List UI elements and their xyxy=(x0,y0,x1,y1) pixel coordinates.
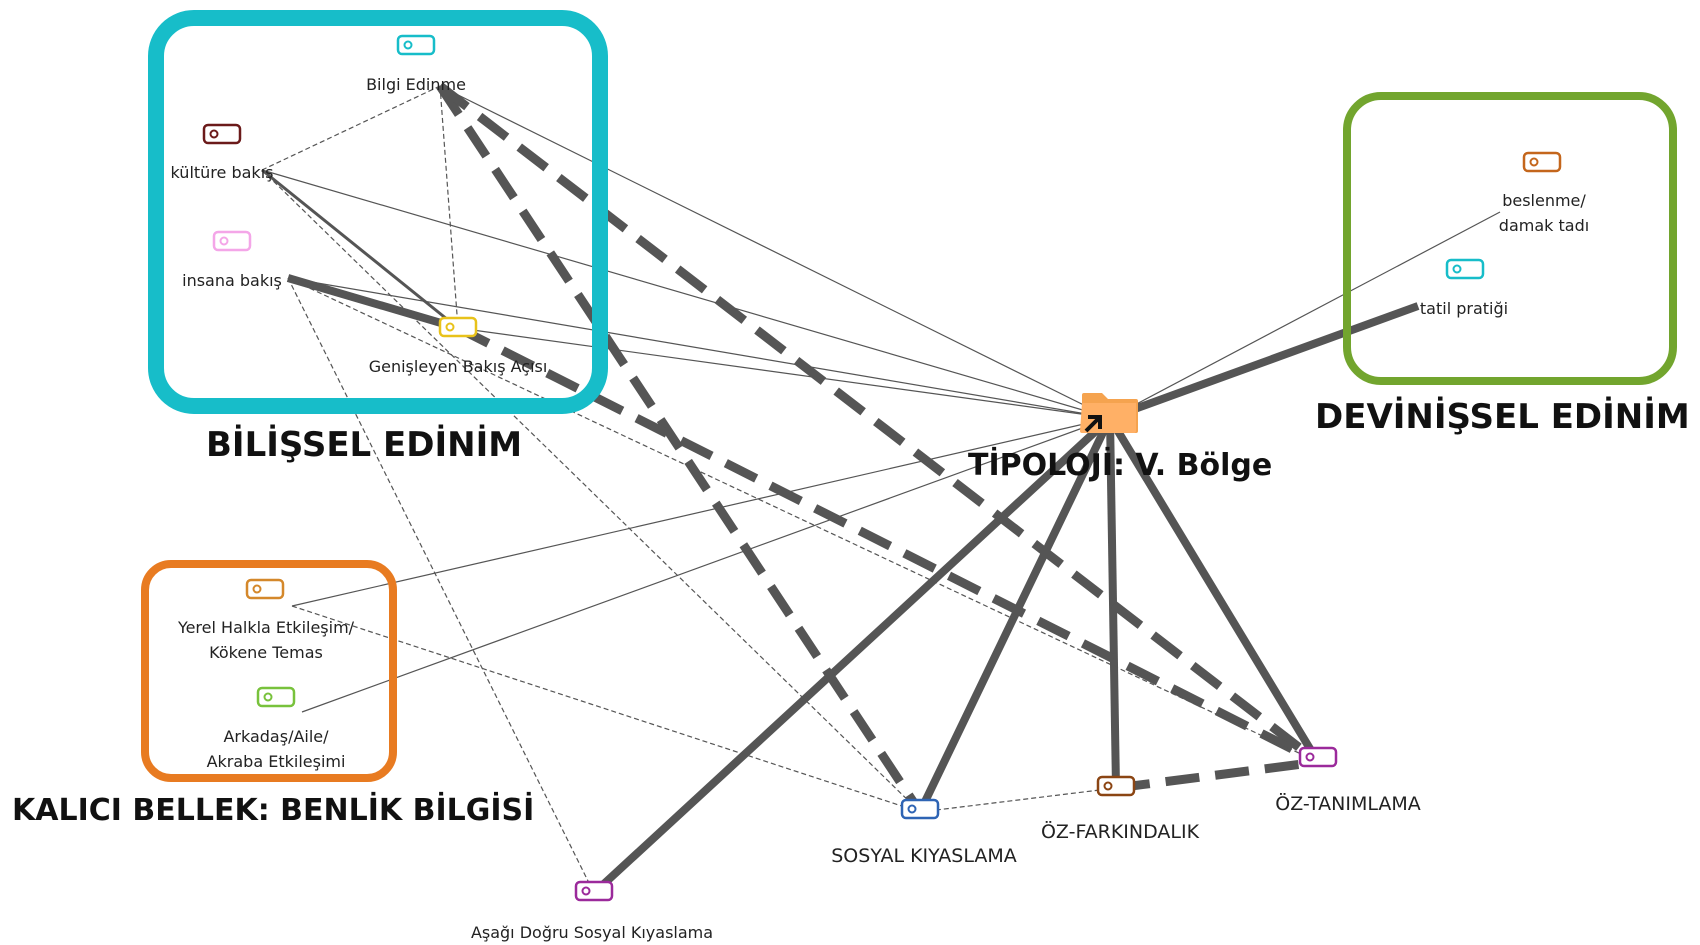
edge-bilgi-center xyxy=(439,85,1111,419)
edge-kultur-center xyxy=(261,169,1111,419)
tag-icon[interactable] xyxy=(1522,151,1562,173)
node-label-kultur: kültüre bakış xyxy=(170,163,274,182)
tag-icon[interactable] xyxy=(1445,258,1485,280)
folder-icon[interactable] xyxy=(1078,385,1142,437)
devinissel-group-box xyxy=(1343,92,1677,385)
tag-icon[interactable] xyxy=(245,578,285,600)
tag-icon[interactable] xyxy=(1298,746,1338,768)
tag-icon[interactable] xyxy=(212,230,252,252)
node-label-oztanim: ÖZ-TANIMLAMA xyxy=(1275,793,1421,815)
edge-center-sosyal xyxy=(916,416,1114,814)
edge-bilgi-genis xyxy=(439,85,459,329)
node-label-sosyal: SOSYAL KIYASLAMA xyxy=(831,845,1017,867)
edge-arkadas-center xyxy=(301,417,1111,713)
node-label-ozfark: ÖZ-FARKINDALIK xyxy=(1040,821,1200,843)
edge-beslenme-center xyxy=(1109,211,1501,419)
edge-kultur-genis xyxy=(261,168,459,330)
bilissel-group-box xyxy=(148,10,608,414)
tag-icon[interactable] xyxy=(438,316,478,338)
edge-yerel-center xyxy=(291,417,1111,607)
edge-yerel-sosyal xyxy=(291,605,921,813)
node-label-tatil: tatil pratiği xyxy=(1419,299,1509,318)
edge-center-ozfark xyxy=(1106,417,1120,789)
edge-center-oztanim xyxy=(1106,415,1322,765)
tag-icon[interactable] xyxy=(396,34,436,56)
node-label-genis: Genişleyen Bakış Açısı xyxy=(368,357,548,376)
node-label-arkadas: Arkadaş/Aile/ Akraba Etkileşimi xyxy=(206,727,346,771)
edge-bilgi-oztanim xyxy=(437,82,1321,766)
kalici-group-box xyxy=(141,560,397,782)
tag-icon[interactable] xyxy=(574,880,614,902)
tag-icon[interactable] xyxy=(900,798,940,820)
node-label-beslenme: beslenme/ damak tadı xyxy=(1498,191,1590,235)
tag-icon[interactable] xyxy=(202,123,242,145)
devinissel-group-title: DEVİNİŞSEL EDİNİM xyxy=(1315,397,1690,437)
edge-genis-center xyxy=(457,327,1111,419)
kalici-group-title: KALICI BELLEK: BENLİK BİLGİSİ xyxy=(12,793,535,828)
edge-kultur-sosyal xyxy=(261,169,921,813)
tag-icon[interactable] xyxy=(256,686,296,708)
edge-insan-oztanim xyxy=(287,277,1319,763)
center-node-label: TİPOLOJİ: V. Bölge xyxy=(968,448,1273,483)
edge-bilgi-sosyal xyxy=(436,83,924,815)
edge-center-asagi xyxy=(591,415,1113,896)
edge-genis-oztanim xyxy=(455,323,1321,767)
edge-insan-genis xyxy=(286,274,460,332)
edge-insan-asagi xyxy=(287,277,595,894)
bilissel-group-title: BİLİŞSEL EDİNİM xyxy=(206,425,523,465)
node-label-insan: insana bakış xyxy=(182,271,282,290)
edges-layer xyxy=(261,82,1501,896)
edge-tatil-center xyxy=(1108,302,1420,422)
edge-kultur-bilgi xyxy=(261,85,441,171)
edge-ozfark-oztanim xyxy=(1115,757,1319,793)
edge-sosyal-ozfark xyxy=(919,787,1117,813)
tag-icon[interactable] xyxy=(1096,775,1136,797)
node-label-asagi: Aşağı Doğru Sosyal Kıyaslama xyxy=(470,923,714,942)
node-label-yerel: Yerel Halkla Etkileşim/ Kökene Temas xyxy=(177,618,355,662)
node-label-bilgi: Bilgi Edinme xyxy=(366,75,466,94)
